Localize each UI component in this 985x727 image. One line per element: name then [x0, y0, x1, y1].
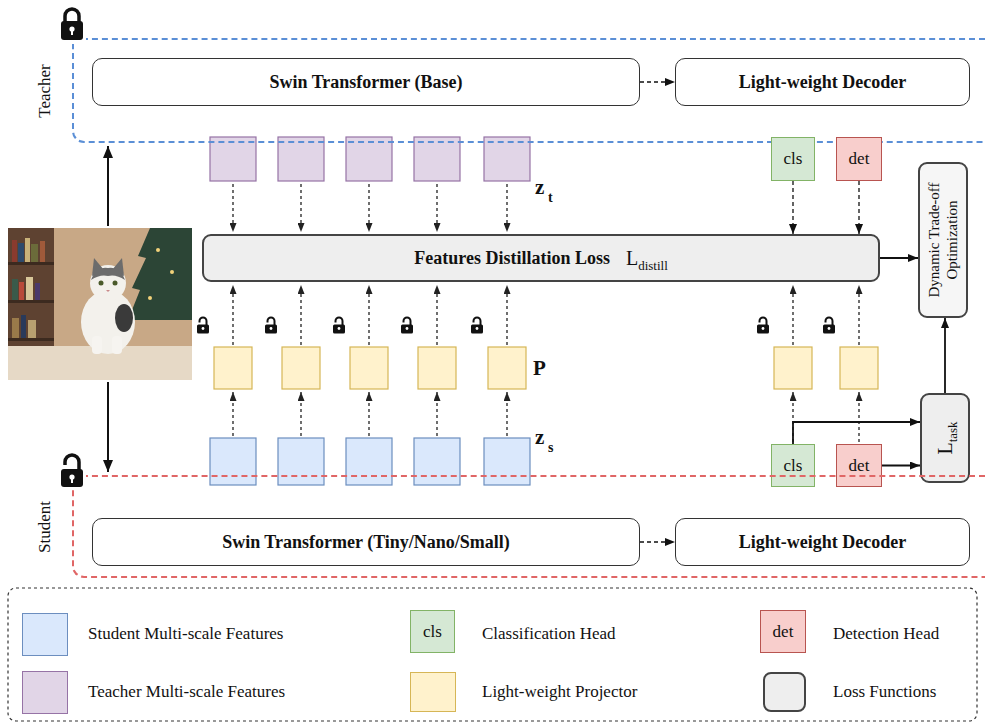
- student-feature-arrows: [233, 392, 859, 442]
- connector-arrow: [640, 541, 675, 542]
- connector-arrow: [944, 318, 946, 393]
- legend-sample-text: det: [773, 622, 794, 642]
- node-label: Student: [35, 501, 55, 553]
- closed-lock: [58, 6, 86, 44]
- loss-box: Features Distillation Loss Ldistill: [202, 234, 880, 282]
- legend-text: Detection Head: [833, 623, 939, 645]
- backbone-box: Swin Transformer (Tiny/Nano/Small): [92, 518, 640, 566]
- connector-arrow: [792, 181, 793, 234]
- symbol-label: z: [535, 425, 544, 449]
- legend-text: Student Multi-scale Features: [88, 623, 283, 645]
- node-label: task: [945, 421, 960, 442]
- classification-head: cls: [771, 137, 815, 181]
- node-label: Light-weight Decoder: [739, 72, 906, 93]
- node-label: Dynamic Trade-off Optimization: [926, 182, 960, 297]
- node-label: distill: [638, 258, 668, 273]
- legend-swatch: [22, 671, 68, 714]
- rotated-text: Dynamic Trade-off Optimization: [925, 167, 961, 313]
- legend-swatch: [763, 672, 806, 712]
- classification-head: cls: [771, 444, 815, 487]
- connector-arrow: [793, 422, 920, 444]
- legend-swatch: cls: [410, 610, 455, 653]
- decoder-box: Light-weight Decoder: [675, 518, 970, 566]
- legend-text: Loss Functions: [833, 681, 936, 703]
- optimization-box: Dynamic Trade-off Optimization: [918, 162, 968, 318]
- node-label: det: [849, 149, 870, 169]
- detection-head: det: [836, 137, 882, 181]
- rotated-text: Ltask: [934, 421, 957, 454]
- input-arrow: [107, 382, 109, 472]
- node-label: Teacher: [35, 64, 55, 118]
- projector-arrows: [233, 285, 859, 345]
- legend-text: Teacher Multi-scale Features: [88, 681, 285, 703]
- projectors: [214, 347, 878, 389]
- legend-text: Light-weight Projector: [482, 681, 637, 703]
- legend-swatch: [22, 613, 68, 656]
- connector-arrow: [640, 81, 675, 82]
- teacher-region: TeacherSwin Transformer (Base)Light-weig…: [72, 38, 985, 143]
- legend-frame: [8, 588, 977, 721]
- connector-arrow: [858, 181, 859, 234]
- node-label: L: [934, 442, 956, 454]
- connector-arrow: [880, 257, 918, 259]
- symbol-label: P: [533, 356, 546, 380]
- input-arrow: [107, 146, 109, 226]
- node-label: cls: [784, 456, 803, 476]
- open-lock: [58, 450, 86, 490]
- unlock-icons: [197, 318, 835, 334]
- node-label: Light-weight Decoder: [739, 532, 906, 553]
- connector-arrow: [882, 465, 920, 467]
- detection-head: det: [836, 444, 882, 487]
- teacher-features: [210, 137, 530, 181]
- legend-swatch: det: [760, 610, 806, 653]
- cat-photo: [8, 228, 192, 380]
- node-label: Swin Transformer (Base): [270, 72, 463, 93]
- backbone-box: Swin Transformer (Base): [92, 58, 640, 106]
- node-label: Swin Transformer (Tiny/Nano/Small): [222, 532, 510, 553]
- student-features: [210, 438, 530, 485]
- legend-text: Classification Head: [482, 623, 616, 645]
- node-label: L: [626, 247, 638, 269]
- loss-box: Ltask: [920, 393, 970, 483]
- math-symbol: Ldistill: [626, 247, 668, 270]
- node-label: Features Distillation Loss: [414, 248, 610, 269]
- feature-arrows: [233, 184, 507, 232]
- subscript-label: t: [548, 190, 553, 206]
- legend-sample-text: cls: [423, 622, 442, 642]
- subscript-label: s: [548, 440, 553, 456]
- node-label: cls: [784, 149, 803, 169]
- student-region: StudentSwin Transformer (Tiny/Nano/Small…: [72, 475, 985, 578]
- legend-swatch: [410, 672, 456, 712]
- decoder-box: Light-weight Decoder: [675, 58, 970, 106]
- symbol-label: z: [535, 175, 544, 199]
- node-label: det: [849, 456, 870, 476]
